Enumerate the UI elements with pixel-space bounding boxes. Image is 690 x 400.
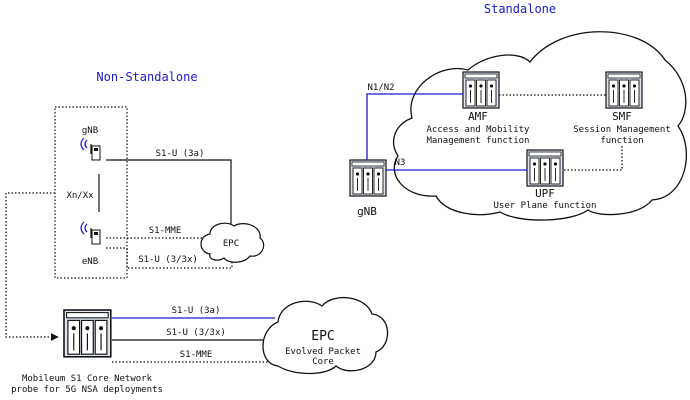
probe-epc-sub1: Evolved Packet xyxy=(285,347,361,357)
amf-title: AMF xyxy=(468,110,488,123)
nsa-epc-cloud xyxy=(200,222,265,263)
smf-sub1: Session Management xyxy=(573,125,671,135)
probe-tap-link xyxy=(5,192,59,341)
probe-server-icon xyxy=(63,309,112,358)
nsa-s1u-3a-link xyxy=(106,159,232,224)
probe-epc-sub2: Core xyxy=(312,357,334,367)
probe-s1u-3a-label: S1-U (3a) xyxy=(172,306,221,316)
probe-caption-line2: probe for 5G NSA deployments xyxy=(11,385,163,395)
smf-sub2: function xyxy=(600,136,643,146)
amf-sub2: Management function xyxy=(427,136,530,146)
probe-s1-mme-label: S1-MME xyxy=(180,350,213,360)
nsa-dotted-boundary xyxy=(54,106,128,279)
sa-gnb-label: gNB xyxy=(357,205,377,218)
probe-epc-cloud xyxy=(262,296,389,375)
nsa-enb-label: eNB xyxy=(82,257,98,267)
nsa-s1-mme-label: S1-MME xyxy=(149,226,182,236)
nsa-s1u-33x-link xyxy=(106,247,233,269)
xn-label: Xn/Xx xyxy=(66,191,94,201)
upf-server-icon xyxy=(526,149,564,187)
probe-epc-title: EPC xyxy=(311,329,334,344)
smf-server-icon xyxy=(605,71,643,109)
upf-title: UPF xyxy=(535,187,555,200)
smf-upf-link xyxy=(563,146,623,171)
nsa-s1u-3a-label: S1-U (3a) xyxy=(156,149,205,159)
probe-caption-line1: Mobileum S1 Core Network xyxy=(22,374,153,384)
smf-title: SMF xyxy=(612,110,632,123)
amf-sub1: Access and Mobility xyxy=(427,125,531,135)
n3-label: N3 xyxy=(395,158,406,168)
amf-server-icon xyxy=(462,71,500,109)
sa-gnb-server-icon xyxy=(349,159,387,197)
nsa-gnb-antenna-icon xyxy=(80,137,101,161)
standalone-title: Standalone xyxy=(484,2,556,16)
nsa-enb-antenna-icon xyxy=(80,221,101,245)
nsa-s1u-33x-label: S1-U (3/3x) xyxy=(138,255,198,265)
non-standalone-title: Non-Standalone xyxy=(96,70,197,84)
nsa-gnb-label: gNB xyxy=(82,126,98,136)
n1n2-link xyxy=(366,93,463,160)
nsa-epc-label: EPC xyxy=(223,239,239,249)
upf-sub1: User Plane function xyxy=(494,201,597,211)
probe-s1u-33x-label: S1-U (3/3x) xyxy=(166,328,226,338)
n1n2-label: N1/N2 xyxy=(367,83,394,93)
